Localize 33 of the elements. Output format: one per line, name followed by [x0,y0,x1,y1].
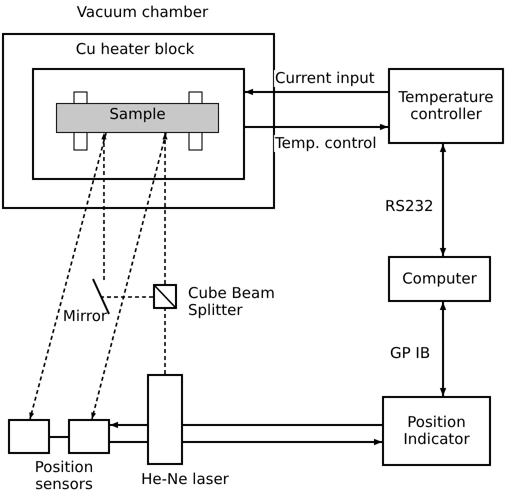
laser-beam [91,132,167,420]
connector-line [50,436,68,438]
arrow [110,422,147,428]
arrow [440,302,446,396]
sensor-box [8,419,50,454]
node-label: Temperature controller [397,89,495,123]
arrow [245,88,388,96]
process-box [388,68,504,144]
laser-beam [101,133,106,280]
heading-label: Mirror [62,308,108,325]
sample-bar [56,103,219,133]
arrow [183,438,382,446]
node-label: Position Indicator [402,414,471,448]
laser-beam [162,133,168,284]
heading-label: Vacuum chamber [76,4,210,21]
laser-beam [164,309,166,374]
part-label: Position sensors [34,459,94,493]
edge-label: Temp. control [274,135,378,152]
heading-label: He-Ne laser [140,471,230,488]
sensor-box [68,419,110,454]
arrow [440,144,446,256]
node-label: Computer [401,270,478,288]
heading-label: Cube Beam Splitter [188,285,276,319]
process-box [382,396,491,466]
connector-line [183,424,382,426]
process-box [388,256,491,302]
connector-line [110,440,147,443]
edge-label: Current input [274,70,376,87]
node-label: Sample [108,104,167,124]
laser-beam [101,296,153,298]
laser-beam [29,132,107,420]
arrow [245,124,388,130]
heading-label: Cu heater block [74,41,196,58]
